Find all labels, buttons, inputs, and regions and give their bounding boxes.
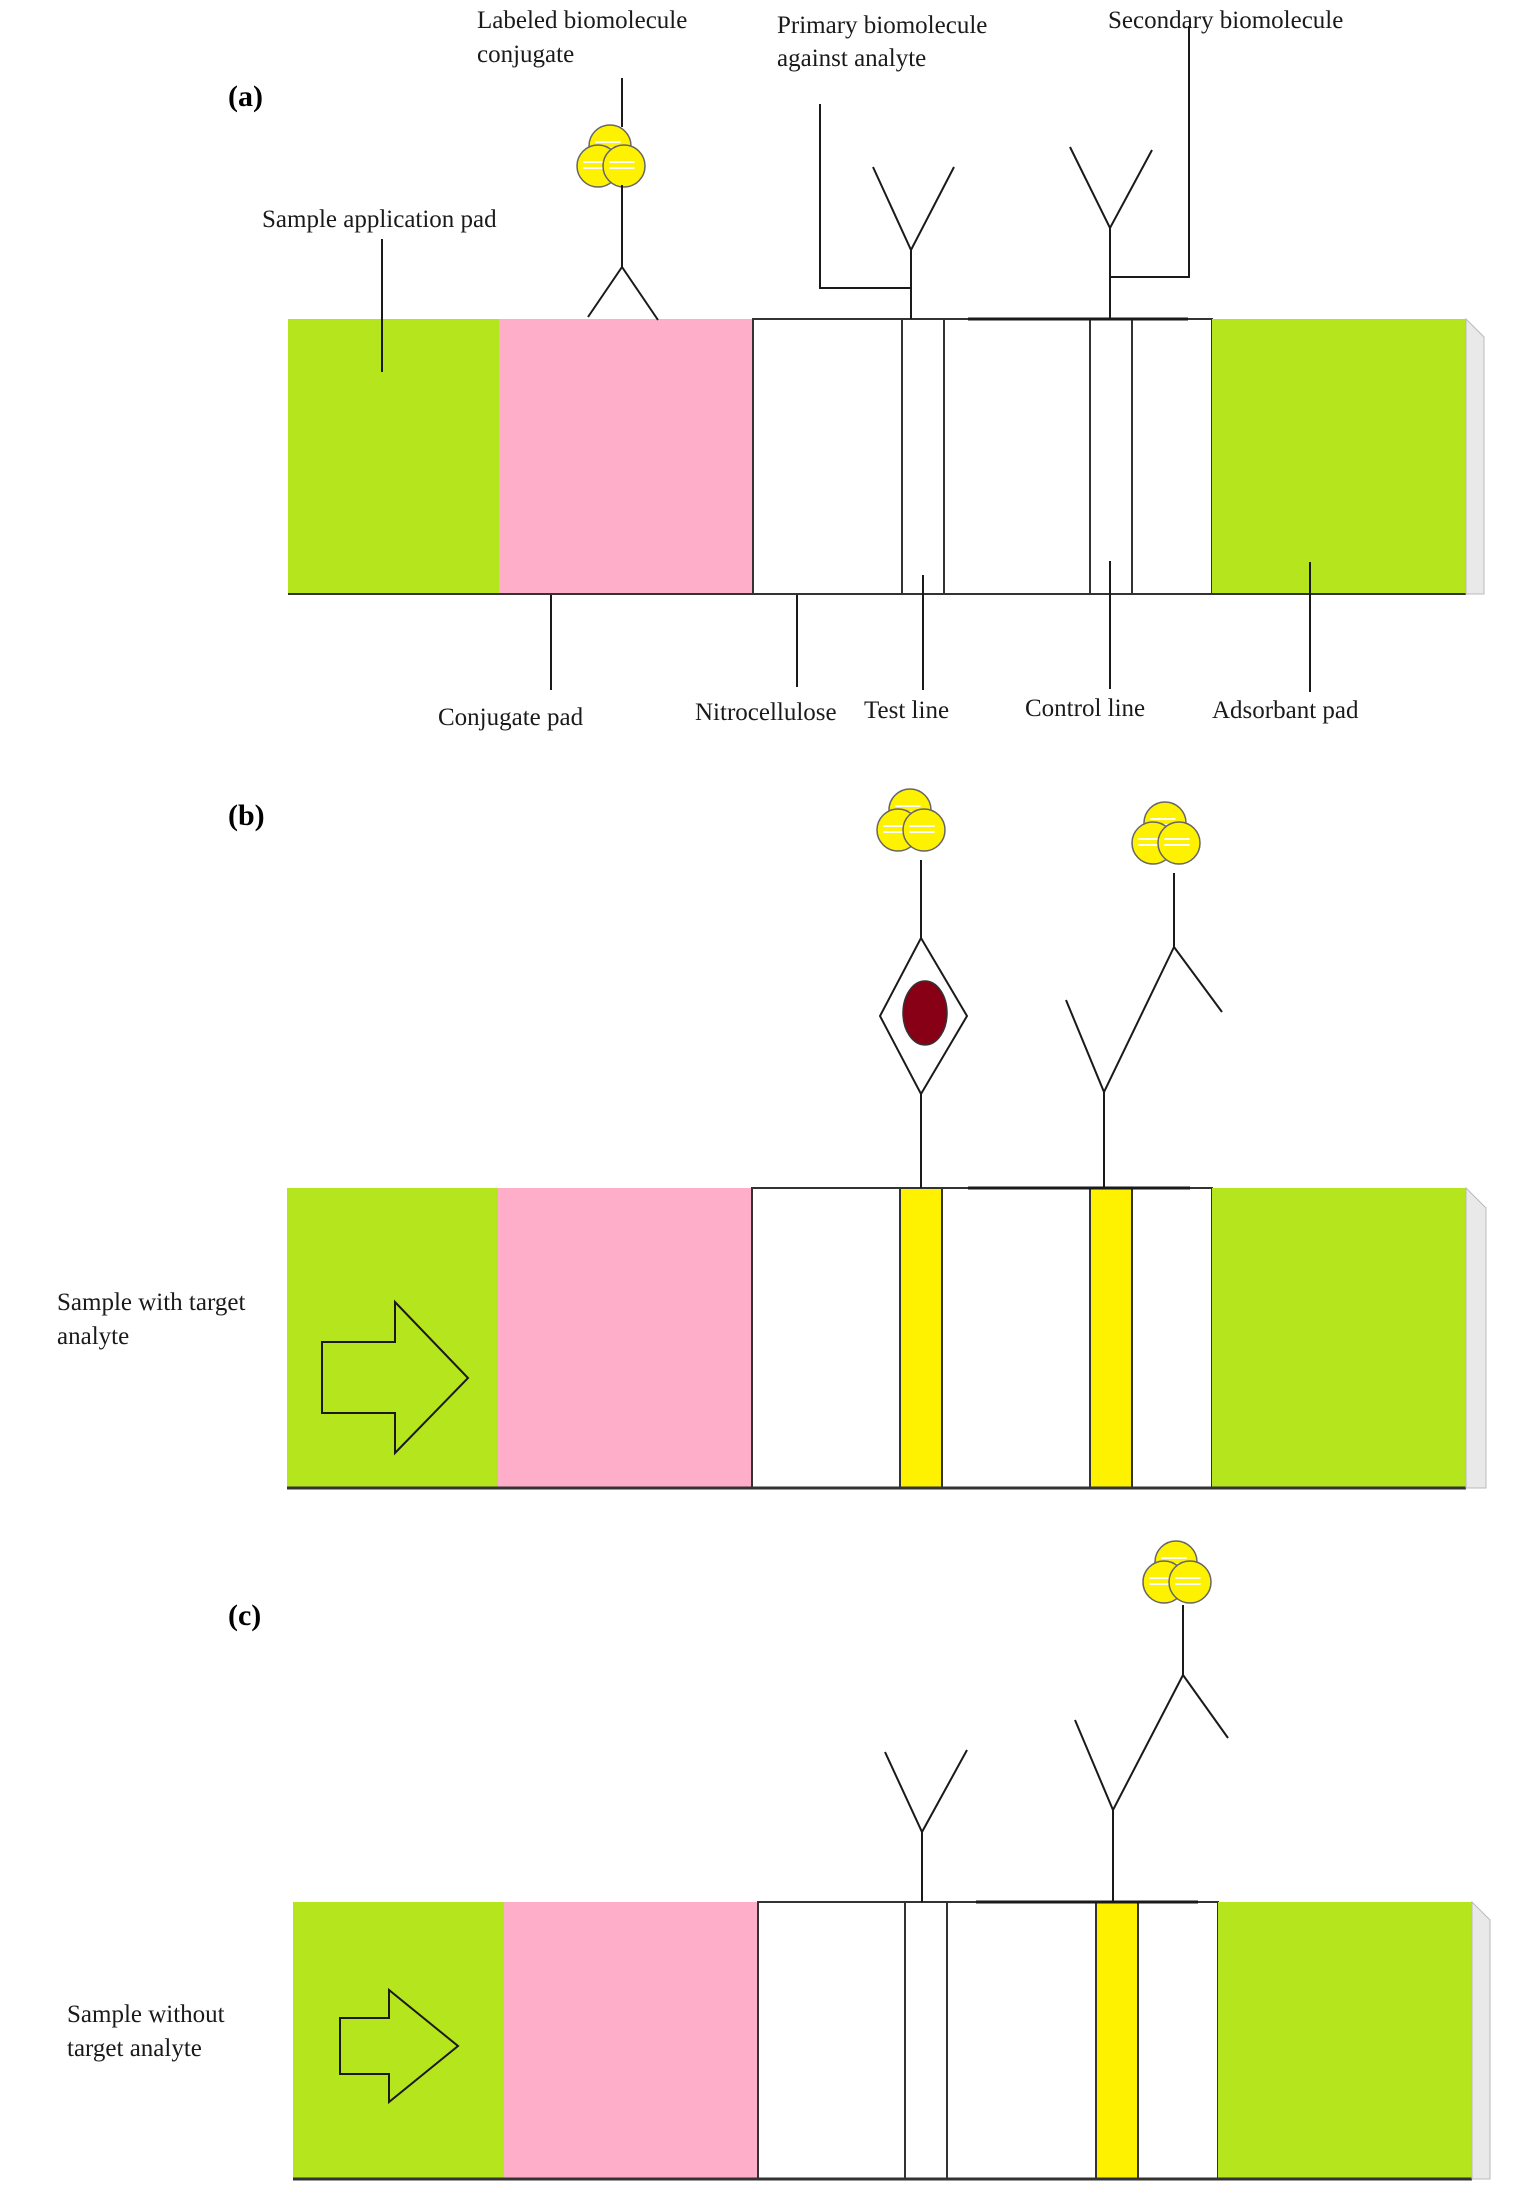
sample-application-pad (293, 1902, 504, 2179)
strip-c (293, 1900, 1491, 2181)
adsorbant-pad (1212, 1188, 1466, 1488)
secondary-antibody-a (968, 146, 1188, 321)
gold-nanoparticle-icon (876, 788, 946, 852)
label-test-line: Test line (864, 697, 949, 724)
panel-b: (b) S (57, 788, 1487, 1490)
gold-nanoparticle-icon (576, 124, 646, 188)
label-primary-1: Primary biomolecule (777, 12, 987, 39)
test-line (904, 1901, 948, 2180)
nitrocellulose-membrane (752, 318, 1213, 595)
gold-nanoparticle-icon (1131, 801, 1201, 865)
test-line (899, 1187, 943, 1489)
nitrocellulose-membrane (757, 1901, 1219, 2180)
sample-application-pad (288, 319, 499, 594)
label-adsorbant-pad: Adsorbant pad (1212, 697, 1359, 724)
conjugate-pad (504, 1902, 758, 2179)
label-control-line: Control line (1025, 695, 1145, 722)
adsorbant-pad (1212, 319, 1466, 594)
adsorbant-pad (1218, 1902, 1472, 2179)
gold-nanoparticle-icon (1142, 1540, 1212, 1604)
conjugate-pad (499, 319, 753, 594)
primary-antibody-c (884, 1749, 968, 1902)
control-line-complex-b (1065, 801, 1223, 1188)
label-sample-pad: Sample application pad (262, 206, 497, 233)
panel-a: (a) (228, 7, 1485, 731)
analyte-icon (902, 980, 948, 1046)
panel-label-b: (b) (228, 799, 265, 832)
label-conjugate-pad: Conjugate pad (438, 704, 584, 731)
labeled-conjugate-a (576, 78, 659, 321)
control-line (1089, 318, 1133, 595)
control-line (1095, 1901, 1139, 2180)
primary-antibody-a (872, 166, 955, 319)
test-line-complex-b (876, 788, 969, 1188)
nitrocellulose-membrane (751, 1187, 1213, 1489)
label-primary-2: against analyte (777, 45, 926, 72)
label-labeled-conjugate-2: conjugate (477, 41, 574, 68)
conjugate-pad (498, 1188, 752, 1488)
flow-arrow-icon (339, 1987, 460, 2105)
control-line (1089, 1187, 1133, 1489)
label-without-target-1: Sample without (67, 2001, 225, 2028)
label-secondary: Secondary biomolecule (1108, 7, 1343, 34)
control-line-complex-c (1074, 1540, 1229, 1902)
strip-b (287, 1186, 1487, 1490)
panel-label-c: (c) (228, 1599, 261, 1632)
strip-end-shadow (1471, 1900, 1491, 2180)
test-line (901, 318, 945, 595)
label-without-target-2: target analyte (67, 2035, 202, 2062)
label-labeled-conjugate-1: Labeled biomolecule (477, 7, 687, 34)
strip-end-shadow (1465, 1186, 1487, 1489)
flow-arrow-icon (321, 1299, 470, 1456)
sample-application-pad (287, 1188, 498, 1488)
strip-end-shadow (1465, 317, 1485, 595)
label-with-target-2: analyte (57, 1323, 129, 1350)
label-nitrocellulose: Nitrocellulose (695, 699, 837, 726)
panel-label-a: (a) (228, 80, 263, 113)
panel-c: (c) Sample without target ana (67, 1540, 1491, 2181)
label-with-target-1: Sample with target (57, 1289, 245, 1316)
strip-a (288, 317, 1485, 595)
